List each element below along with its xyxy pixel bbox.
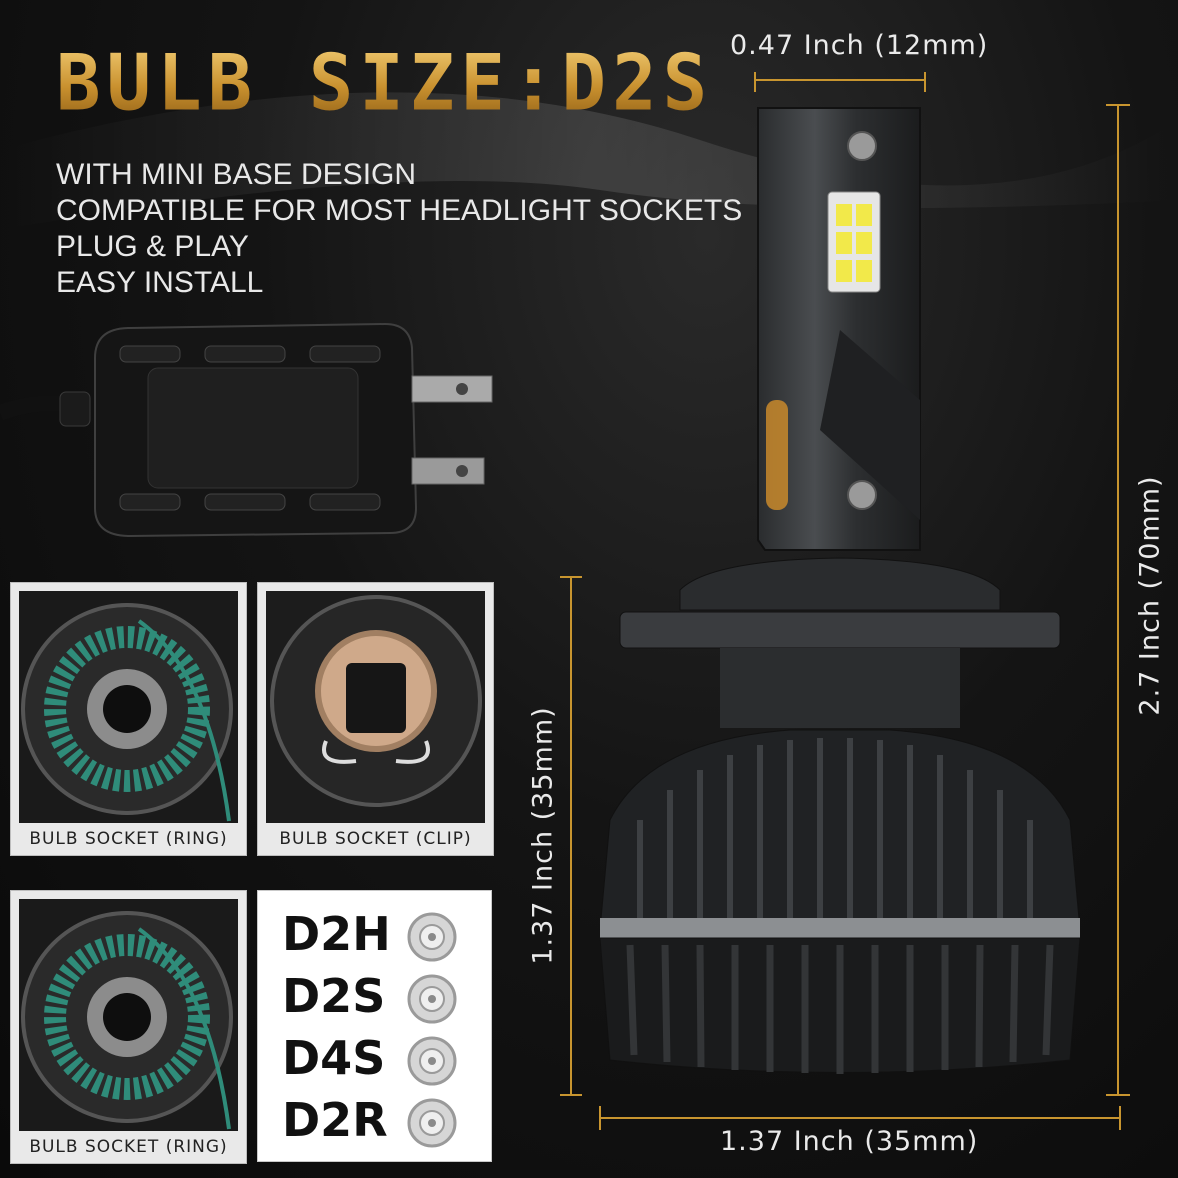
type-row: D2H — [282, 907, 492, 967]
socket-photo-ring — [19, 591, 238, 823]
compatible-types-box: D2H D2S D4S D2R — [257, 890, 492, 1162]
socket-photo-ring — [19, 899, 238, 1131]
type-label: D2S — [282, 969, 386, 1023]
bulb-base-icon — [407, 1036, 457, 1086]
type-row: D4S — [282, 1031, 492, 1091]
dimension-base-height: 1.37 Inch (35mm) — [527, 706, 559, 965]
page-title: BULB SIZE:D2S — [56, 37, 714, 129]
driver-box-illustration — [0, 322, 493, 538]
feature-mini-base: WITH MINI BASE DESIGN — [56, 158, 417, 191]
feature-compatible: COMPATIBLE FOR MOST HEADLIGHT SOCKETS — [56, 194, 743, 227]
led-bulb-illustration — [599, 107, 1081, 1074]
type-label: D2R — [282, 1093, 388, 1147]
socket-panel-clip: BULB SOCKET (CLIP) — [257, 582, 494, 856]
bulb-base-icon — [407, 912, 457, 962]
feature-plug-play: PLUG & PLAY — [56, 230, 249, 263]
dimension-top-width: 0.47 Inch (12mm) — [730, 30, 989, 61]
type-row: D2R — [282, 1093, 492, 1153]
bulb-base-icon — [407, 1098, 457, 1148]
type-label: D2H — [282, 907, 391, 961]
socket-photo-clip — [266, 591, 485, 823]
socket-caption: BULB SOCKET (RING) — [29, 1137, 228, 1157]
type-label: D4S — [282, 1031, 386, 1085]
socket-panel-ring-1: BULB SOCKET (RING) — [10, 582, 247, 856]
feature-easy-install: EASY INSTALL — [56, 266, 264, 299]
dimension-total-height: 2.7 Inch (70mm) — [1134, 475, 1166, 716]
bulb-base-icon — [407, 974, 457, 1024]
socket-caption: BULB SOCKET (CLIP) — [279, 829, 472, 849]
socket-caption: BULB SOCKET (RING) — [29, 829, 228, 849]
socket-panel-ring-2: BULB SOCKET (RING) — [10, 890, 247, 1164]
dimension-base-width: 1.37 Inch (35mm) — [720, 1126, 979, 1157]
type-row: D2S — [282, 969, 492, 1029]
